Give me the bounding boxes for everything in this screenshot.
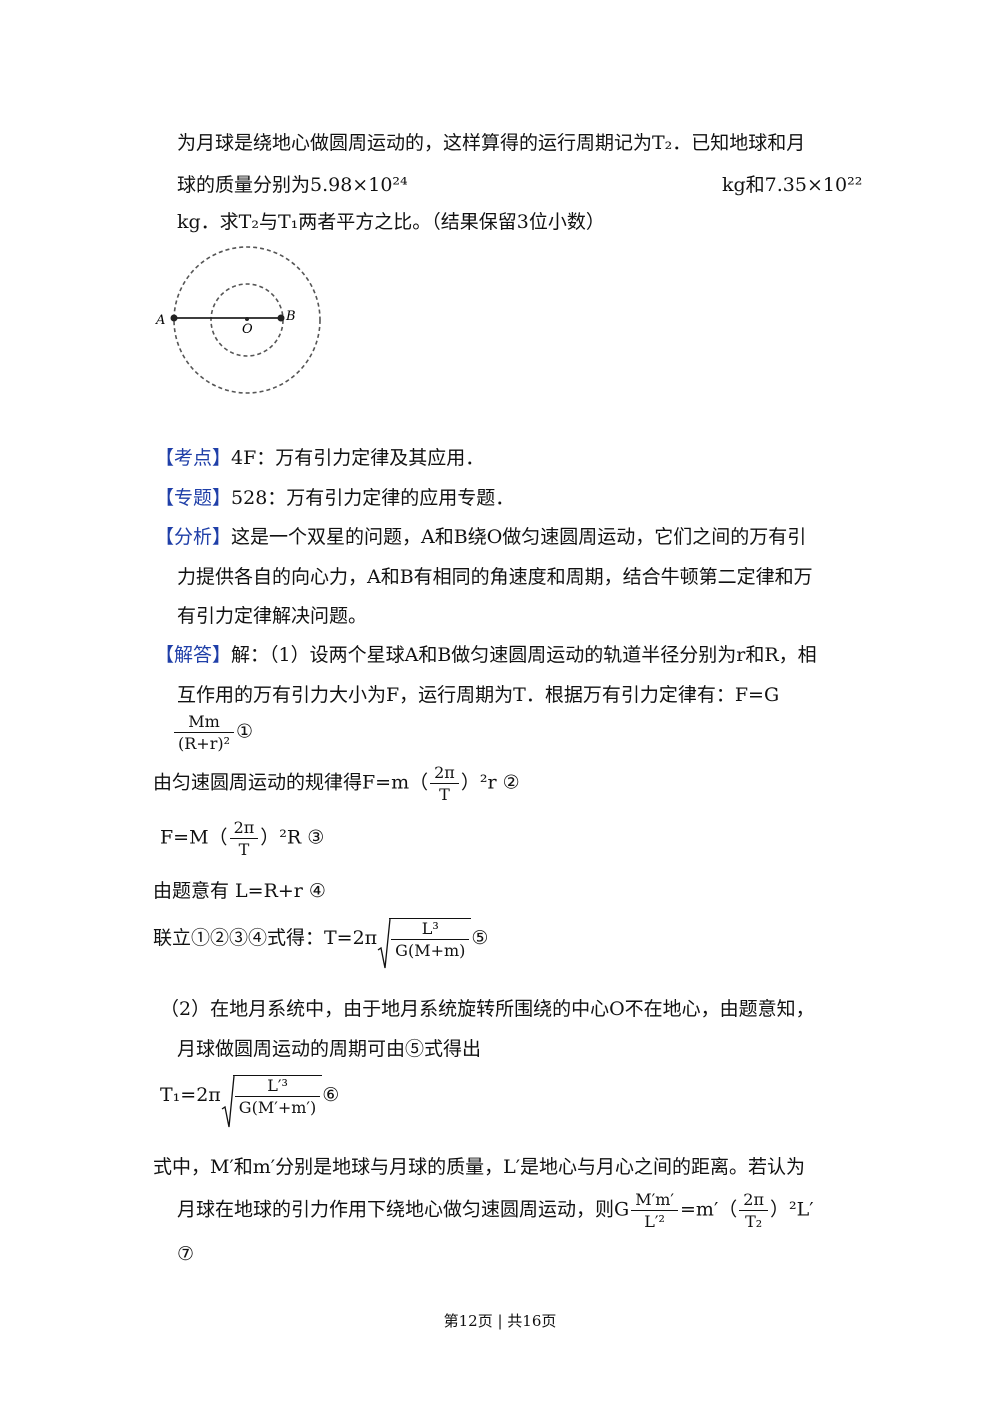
eq5-pre: 联立①②③④式得：T=2π [153, 927, 378, 949]
eq2-denominator: T [439, 785, 450, 804]
star-a-dot [170, 314, 178, 322]
equation-4: 由题意有 L=R+r ④ [153, 880, 326, 902]
eq6-denominator: G(M′+m′) [238, 1098, 317, 1117]
fenxi-line-2: 力提供各自的向心力，A和B有相同的角速度和周期，结合牛顿第二定律和万 [177, 566, 813, 588]
label-o: O [242, 322, 253, 337]
eq7-post: ）²L′ [769, 1198, 814, 1221]
eq3-pre: F=M（ [160, 826, 228, 849]
problem-line-3: kg．求T₂与T₁两者平方之比。（结果保留3位小数） [177, 211, 605, 233]
eq7-pre: 月球在地球的引力作用下绕地心做匀速圆周运动，则G [177, 1198, 630, 1221]
kaodian-text: 4F：万有引力定律及其应用． [231, 447, 485, 469]
part2-line-1: （2）在地月系统中，由于地月系统旋转所围绕的中心O不在地心，由题意知， [160, 998, 815, 1020]
zhuanti-row: 【专题】528：万有引力定律的应用专题． [155, 483, 514, 510]
eq5-denominator: G(M+m) [395, 941, 466, 960]
fenxi-row: 【分析】这是一个双星的问题，A和B绕O做匀速圆周运动，它们之间的万有引 [155, 522, 806, 549]
equation-1: Mm(R+r)² ① [172, 712, 253, 753]
zhuanti-text: 528：万有引力定律的应用专题． [231, 487, 515, 509]
jieda-line-2: 互作用的万有引力大小为F，运行周期为T．根据万有引力定律有：F=G [177, 684, 780, 706]
eq6-pre: T₁=2π [160, 1084, 221, 1106]
label-a: A [155, 313, 165, 328]
eq7-numerator: M′m′ [631, 1190, 679, 1211]
eq5-numerator: L³ [391, 919, 470, 940]
jieda-tag: 【解答】 [155, 644, 232, 666]
jieda-row: 【解答】解：（1）设两个星球A和B做匀速圆周运动的轨道半径分别为r和R，相 [155, 640, 817, 667]
kaodian-tag: 【考点】 [155, 447, 232, 469]
eq7-mid: =m′（ [680, 1198, 738, 1221]
problem-line-2-right: kg和7.35×10²² [722, 174, 863, 196]
eq2-pre: 由匀速圆周运动的规律得F=m（ [153, 771, 429, 794]
center-o-dot [245, 317, 249, 321]
label-b: B [285, 309, 296, 324]
part2-line-2: 月球做圆周运动的周期可由⑤式得出 [177, 1038, 482, 1060]
eq1-numerator: Mm [174, 712, 234, 733]
eq2-post: ）²r ② [460, 771, 520, 794]
eq2-numerator: 2π [430, 763, 459, 784]
kaodian-row: 【考点】4F：万有引力定律及其应用． [155, 443, 484, 470]
fenxi-line-1: 这是一个双星的问题，A和B绕O做匀速圆周运动，它们之间的万有引 [231, 526, 807, 548]
page-footer: 第12页 | 共16页 [443, 1312, 557, 1330]
fenxi-tag: 【分析】 [155, 526, 232, 548]
explanation-line-1: 式中，M′和m′分别是地球与月球的质量，L′是地心与月心之间的距离。若认为 [153, 1156, 806, 1178]
eq1-denominator: (R+r)² [178, 734, 230, 753]
star-b-dot [277, 314, 285, 322]
eq7-numerator-2: 2π [739, 1190, 768, 1211]
fenxi-line-3: 有引力定律解决问题。 [177, 605, 368, 627]
eq3-numerator: 2π [229, 818, 259, 839]
eq7-denominator-2: T₂ [745, 1212, 763, 1231]
eq6-mark: ⑥ [322, 1084, 340, 1106]
eq1-mark: ① [236, 720, 254, 743]
eq7-mark: ⑦ [177, 1243, 195, 1265]
eq3-post: ）²R ③ [260, 826, 325, 849]
problem-line-1: 为月球是绕地心做圆周运动的，这样算得的运行周期记为T₂．已知地球和月 [177, 132, 806, 154]
binary-star-diagram: A B O [155, 246, 321, 394]
eq3-denominator: T [238, 840, 250, 859]
jieda-line-1: 解：（1）设两个星球A和B做匀速圆周运动的轨道半径分别为r和R，相 [231, 644, 817, 666]
eq5-mark: ⑤ [471, 927, 489, 949]
zhuanti-tag: 【专题】 [155, 487, 232, 509]
problem-line-2-left: 球的质量分别为5.98×10²⁴ [177, 174, 408, 196]
eq6-numerator: L′³ [234, 1076, 321, 1097]
eq7-denominator: L′² [644, 1212, 665, 1231]
